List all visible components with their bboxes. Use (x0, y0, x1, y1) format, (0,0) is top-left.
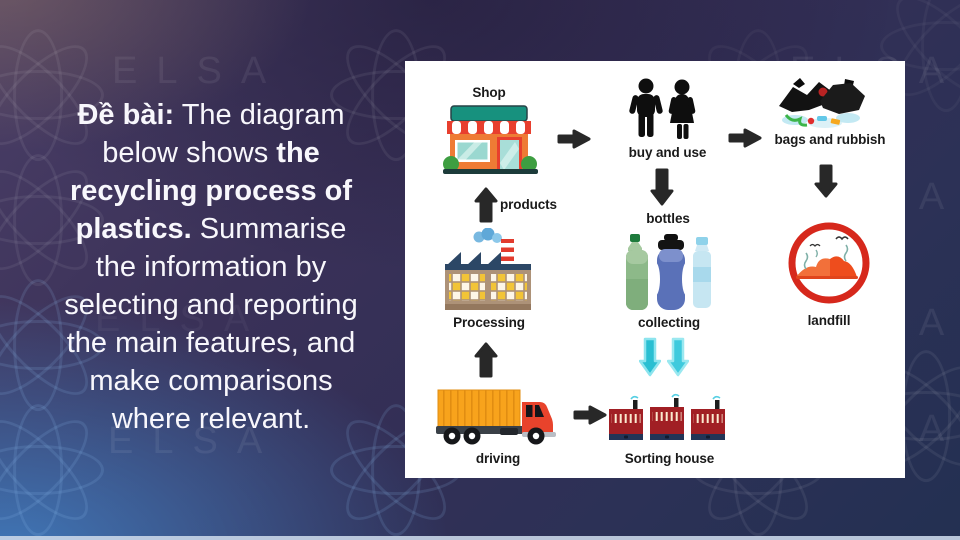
landfill-icon (788, 222, 870, 304)
elsa-watermark: ELSA (108, 420, 282, 462)
elsa-watermark: ELSA (112, 50, 286, 92)
task-line: where relevant. (111, 403, 311, 435)
arrow-bags-to-landfill-icon (814, 164, 838, 198)
arrow-truck-to-processing-icon (474, 342, 498, 378)
task-line: below shows the (102, 137, 320, 169)
arrow-people-to-bags-icon (728, 128, 762, 148)
bags-and-rubbish-icon (779, 78, 865, 128)
task-line: recycling process of (69, 175, 353, 207)
label-products: products (500, 197, 557, 212)
label-sorting-house: Sorting house (624, 451, 715, 466)
recycling-diagram-panel: Shop (405, 61, 905, 478)
bottom-edge-strip (0, 536, 960, 540)
bottles-icon (626, 234, 711, 310)
task-line: Đề bài: The diagram (77, 99, 345, 131)
sorting-house-icon (609, 393, 725, 440)
atom-watermark (0, 278, 104, 411)
arrow-use-to-bottles-icon (650, 168, 674, 206)
label-bottles: bottles (646, 211, 690, 226)
processing-factory-icon (445, 228, 531, 310)
label-landfill: landfill (807, 313, 851, 328)
task-line: the main features, and (66, 327, 356, 359)
atom-watermark (0, 153, 104, 286)
task-line: selecting and reporting (64, 289, 358, 321)
label-collecting: collecting (637, 315, 700, 330)
people-icon (629, 78, 696, 139)
elsa-watermark: ELSA (95, 298, 268, 341)
atom-watermark (0, 403, 104, 536)
arrow-shop-to-people-icon (557, 129, 591, 149)
arrow-products-icon (474, 187, 498, 223)
task-line: plastics. Summarise (75, 213, 347, 245)
collect-arrow-icon (667, 337, 689, 377)
arrow-truck-to-sorting-icon (573, 405, 607, 425)
truck-icon (436, 389, 556, 445)
label-buy-and-use: buy and use (628, 145, 707, 160)
atom-watermark (880, 0, 960, 112)
task-line: the information by (95, 251, 327, 283)
task-prompt: Đề bài: The diagram below shows the recy… (22, 96, 400, 438)
label-bags-and-rubbish: bags and rubbish (774, 132, 886, 147)
shop-icon (443, 105, 538, 174)
label-processing: Processing (453, 315, 525, 330)
atom-watermark (0, 28, 104, 161)
label-driving: driving (475, 451, 521, 466)
collect-arrow-icon (639, 337, 661, 377)
label-shop: Shop (472, 85, 506, 100)
task-line: make comparisons (89, 365, 333, 397)
